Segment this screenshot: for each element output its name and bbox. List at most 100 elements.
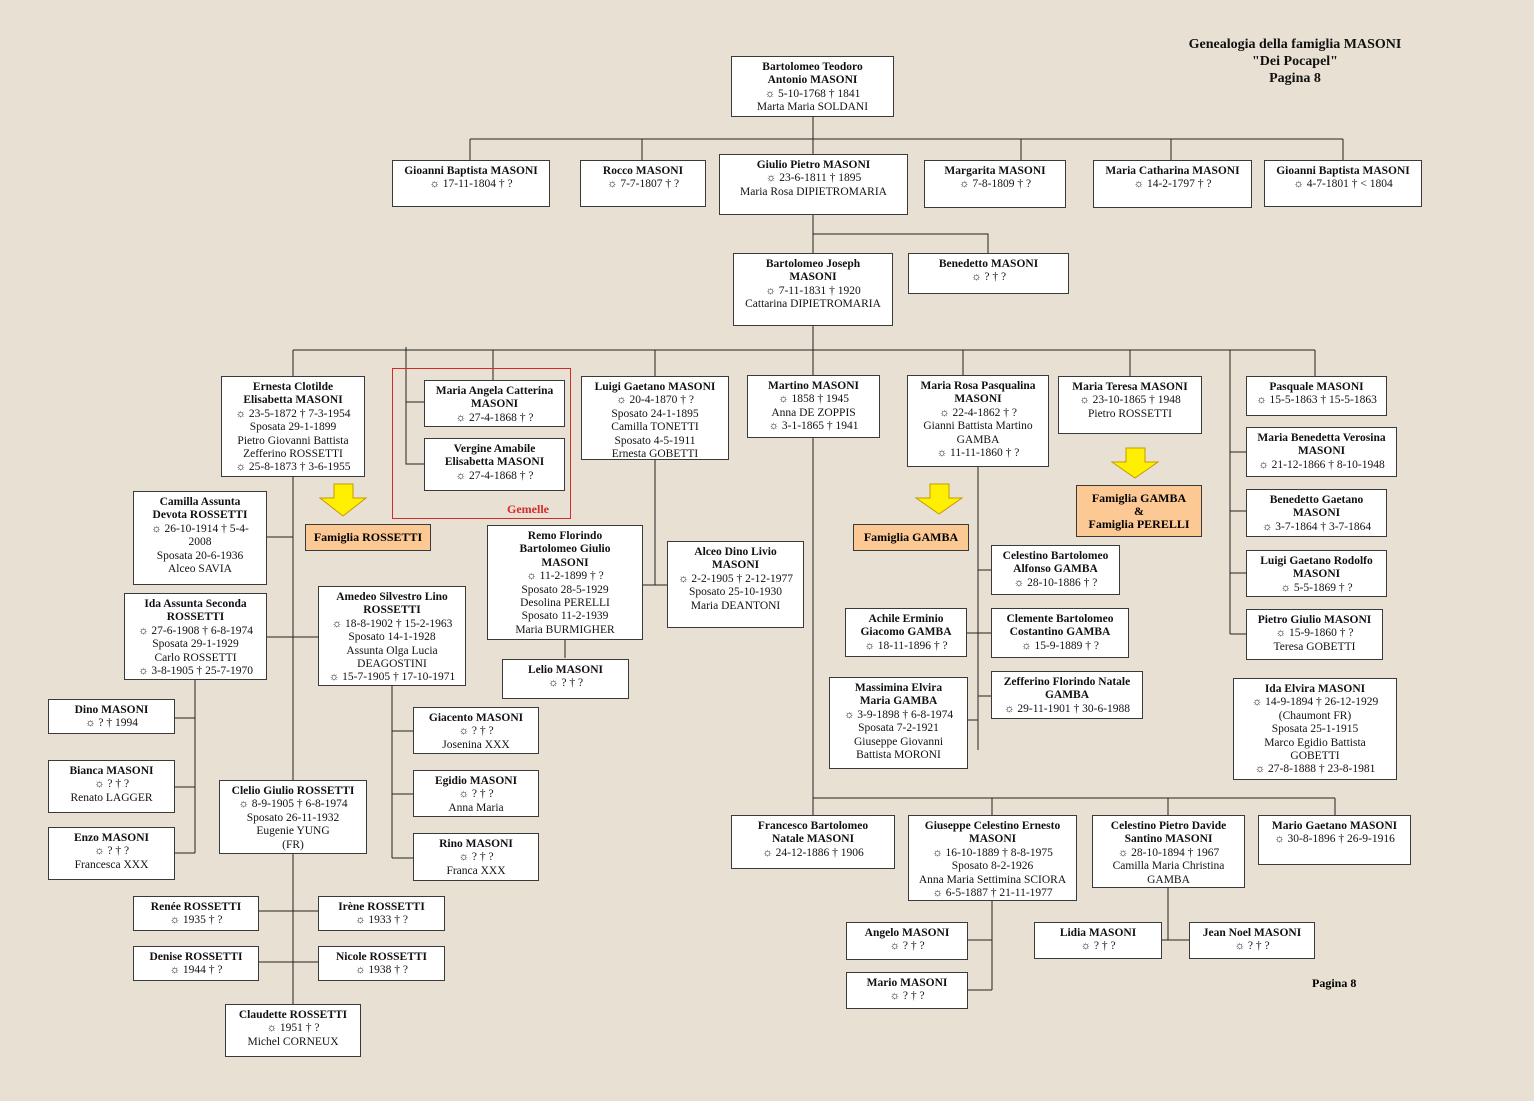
person-name: Gioanni Baptista MASONI [404, 165, 538, 177]
person-card[interactable]: Maria Rosa Pasqualina MASONI☼ 22-4-1862 … [907, 375, 1049, 467]
person-card[interactable]: Francesco Bartolomeo Natale MASONI☼ 24-1… [731, 815, 895, 869]
person-card[interactable]: Rocco MASONI☼ 7-7-1807 † ? [580, 160, 706, 207]
person-card[interactable]: Zefferino Florindo Natale GAMBA☼ 29-11-1… [991, 671, 1143, 719]
person-name: Lelio MASONI [527, 664, 604, 676]
connector [405, 347, 424, 465]
person-details: ☼ 14-2-1797 † ? [1133, 178, 1212, 191]
person-card[interactable]: Irène ROSSETTI☼ 1933 † ? [318, 896, 445, 931]
person-card[interactable]: Luigi Gaetano MASONI☼ 20-4-1870 † ? Spos… [581, 376, 729, 460]
person-details: ☼ ? † ? [889, 990, 925, 1003]
person-card[interactable]: Egidio MASONI☼ ? † ? Anna Maria [413, 770, 539, 817]
person-card[interactable]: Giuseppe Celestino Ernesto MASONI☼ 16-10… [908, 815, 1077, 901]
person-details: ☼ 27-4-1868 † ? [455, 411, 534, 424]
person-details: ☼ 16-10-1889 † 8-8-1975 Sposato 8-2-1926… [918, 846, 1067, 900]
person-card[interactable]: Luigi Gaetano Rodolfo MASONI☼ 5-5-1869 †… [1246, 550, 1387, 597]
person-name: Maria Catharina MASONI [1105, 165, 1240, 177]
page-number: Pagina 8 [1312, 976, 1357, 990]
person-details: ☼ 3-9-1898 † 6-8-1974 Sposata 7-2-1921 G… [843, 708, 954, 762]
person-card[interactable]: Pasquale MASONI☼ 15-5-1863 † 15-5-1863 [1246, 376, 1387, 416]
person-name: Pietro Giulio MASONI [1257, 614, 1372, 626]
person-card[interactable]: Remo Florindo Bartolomeo Giulio MASONI☼ … [487, 525, 643, 640]
person-card[interactable]: Bianca MASONI☼ ? † ? Renato LAGGER [48, 760, 175, 813]
person-card[interactable]: Nicole ROSSETTI☼ 1938 † ? [318, 946, 445, 981]
person-card[interactable]: Celestino Bartolomeo Alfonso GAMBA☼ 28-1… [991, 545, 1120, 595]
person-details: ☼ 5-10-1768 † 1841 Marta Maria SOLDANI [756, 87, 869, 114]
person-card[interactable]: Denise ROSSETTI☼ 1944 † ? [133, 946, 259, 981]
title-main: Genealogia della famiglia MASONI [1188, 37, 1402, 52]
person-name: Maria Angela Catterina MASONI [435, 385, 554, 411]
family-link-rossetti[interactable]: Famiglia ROSSETTI [305, 524, 431, 551]
person-details: ☼ ? † ? Renato LAGGER [70, 778, 153, 804]
person-card[interactable]: Ernesta Clotilde Elisabetta MASONI☼ 23-5… [221, 376, 365, 477]
person-name: Dino MASONI [74, 704, 149, 716]
person-name: Vergine Amabile Elisabetta MASONI [444, 443, 545, 469]
person-card[interactable]: Bartolomeo Joseph MASONI☼ 7-11-1831 † 19… [733, 253, 893, 326]
person-card[interactable]: Amedeo Silvestro Lino ROSSETTI☼ 18-8-190… [318, 586, 466, 686]
person-name: Celestino Bartolomeo Alfonso GAMBA [1002, 550, 1109, 576]
person-card[interactable]: Clelio Giulio ROSSETTI☼ 8-9-1905 † 6-8-1… [219, 780, 367, 854]
family-link-gamba-perelli[interactable]: Famiglia GAMBA & Famiglia PERELLI [1076, 485, 1202, 537]
person-card[interactable]: Mario Gaetano MASONI☼ 30-8-1896 † 26-9-1… [1258, 815, 1411, 865]
person-card[interactable]: Ida Elvira MASONI☼ 14-9-1894 † 26-12-192… [1233, 678, 1397, 780]
person-card[interactable]: Lelio MASONI☼ ? † ? [502, 659, 629, 699]
person-card[interactable]: Maria Angela Catterina MASONI☼ 27-4-1868… [424, 380, 565, 427]
person-name: Irène ROSSETTI [338, 901, 425, 913]
person-details: ☼ ? † ? [970, 271, 1007, 284]
person-details: ☼ 21-12-1866 † 8-10-1948 [1258, 458, 1385, 471]
person-details: ☼ 1858 † 1945 Anna DE ZOPPIS ☼ 3-1-1865 … [768, 393, 859, 433]
person-card[interactable]: Angelo MASONI☼ ? † ? [846, 922, 968, 960]
person-card[interactable]: Alceo Dino Livio MASONI☼ 2-2-1905 † 2-12… [667, 541, 804, 628]
person-card[interactable]: Enzo MASONI☼ ? † ? Francesca XXX [48, 827, 175, 880]
person-card[interactable]: Vergine Amabile Elisabetta MASONI☼ 27-4-… [424, 438, 565, 491]
person-card[interactable]: Benedetto MASONI☼ ? † ? [908, 253, 1069, 294]
person-name: Martino MASONI [767, 380, 860, 392]
person-details: ☼ 22-4-1862 † ? Gianni Battista Martino … [923, 406, 1033, 460]
person-card[interactable]: Maria Benedetta Verosina MASONI☼ 21-12-1… [1246, 427, 1397, 477]
person-card[interactable]: Renée ROSSETTI☼ 1935 † ? [133, 896, 259, 931]
family-link-gamba[interactable]: Famiglia GAMBA [853, 524, 969, 551]
person-card[interactable]: Achile Erminio Giacomo GAMBA☼ 18-11-1896… [845, 608, 967, 657]
person-card[interactable]: Claudette ROSSETTI☼ 1951 † ? Michel CORN… [225, 1004, 361, 1057]
person-card[interactable]: Celestino Pietro Davide Santino MASONI☼ … [1092, 815, 1245, 888]
person-card[interactable]: Martino MASONI☼ 1858 † 1945 Anna DE ZOPP… [747, 375, 880, 438]
arrow-down-icon-gamba-perelli [1110, 447, 1160, 479]
person-details: ☼ 24-12-1886 † 1906 [762, 846, 864, 859]
person-details: ☼ 23-6-1811 † 1895 Maria Rosa DIPIETROMA… [740, 172, 887, 198]
person-name: Mario Gaetano MASONI [1271, 820, 1398, 832]
person-details: ☼ 7-11-1831 † 1920 Cattarina DIPIETROMAR… [745, 284, 881, 311]
person-details: ☼ ? † ? [1234, 940, 1270, 953]
person-card[interactable]: Gioanni Baptista MASONI☼ 4-7-1801 † < 18… [1264, 160, 1422, 207]
person-card[interactable]: Dino MASONI☼ ? † 1994 [48, 699, 175, 734]
person-card[interactable]: Clemente Bartolomeo Costantino GAMBA☼ 15… [991, 608, 1129, 658]
connector [564, 460, 667, 658]
person-name: Maria Teresa MASONI [1072, 381, 1188, 393]
person-name: Massimina Elvira Maria GAMBA [854, 682, 943, 708]
person-name: Margarita MASONI [944, 165, 1046, 177]
person-card[interactable]: Benedetto Gaetano MASONI☼ 3-7-1864 † 3-7… [1246, 489, 1387, 537]
person-card[interactable]: Camilla Assunta Devota ROSSETTI☼ 26-10-1… [133, 491, 267, 585]
person-card[interactable]: Maria Catharina MASONI☼ 14-2-1797 † ? [1093, 160, 1252, 208]
person-name: Gioanni Baptista MASONI [1276, 165, 1410, 177]
person-details: ☼ 1951 † ? Michel CORNEUX [247, 1022, 339, 1048]
person-card[interactable]: Lidia MASONI☼ ? † ? [1034, 922, 1162, 959]
person-card[interactable]: Giulio Pietro MASONI☼ 23-6-1811 † 1895 M… [719, 154, 908, 215]
person-name: Amedeo Silvestro Lino ROSSETTI [336, 591, 448, 617]
person-card[interactable]: Margarita MASONI☼ 7-8-1809 † ? [924, 160, 1066, 208]
person-card[interactable]: Ida Assunta Seconda ROSSETTI☼ 27-6-1908 … [124, 593, 267, 680]
person-card[interactable]: Pietro Giulio MASONI☼ 15-9-1860 † ? Tere… [1246, 609, 1383, 660]
person-details: ☼ 14-9-1894 † 26-12-1929 (Chaumont FR) S… [1251, 696, 1379, 776]
connector [175, 680, 196, 854]
person-card[interactable]: Rino MASONI☼ ? † ? Franca XXX [413, 833, 539, 881]
person-card[interactable]: Giacento MASONI☼ ? † ? Josenina XXX [413, 707, 539, 754]
person-card[interactable]: Jean Noel MASONI☼ ? † ? [1189, 922, 1315, 959]
person-name: Egidio MASONI [434, 775, 518, 787]
person-details: ☼ ? † ? Franca XXX [446, 851, 506, 877]
person-card[interactable]: Gioanni Baptista MASONI☼ 17-11-1804 † ? [392, 160, 550, 207]
person-card[interactable]: Bartolomeo Teodoro Antonio MASONI☼ 5-10-… [731, 56, 894, 117]
person-card[interactable]: Mario MASONI☼ ? † ? [846, 972, 968, 1009]
person-card[interactable]: Maria Teresa MASONI☼ 23-10-1865 † 1948 P… [1058, 376, 1202, 434]
person-card[interactable]: Massimina Elvira Maria GAMBA☼ 3-9-1898 †… [829, 677, 968, 769]
person-name: Maria Benedetta Verosina MASONI [1257, 432, 1386, 458]
connector [812, 215, 989, 253]
